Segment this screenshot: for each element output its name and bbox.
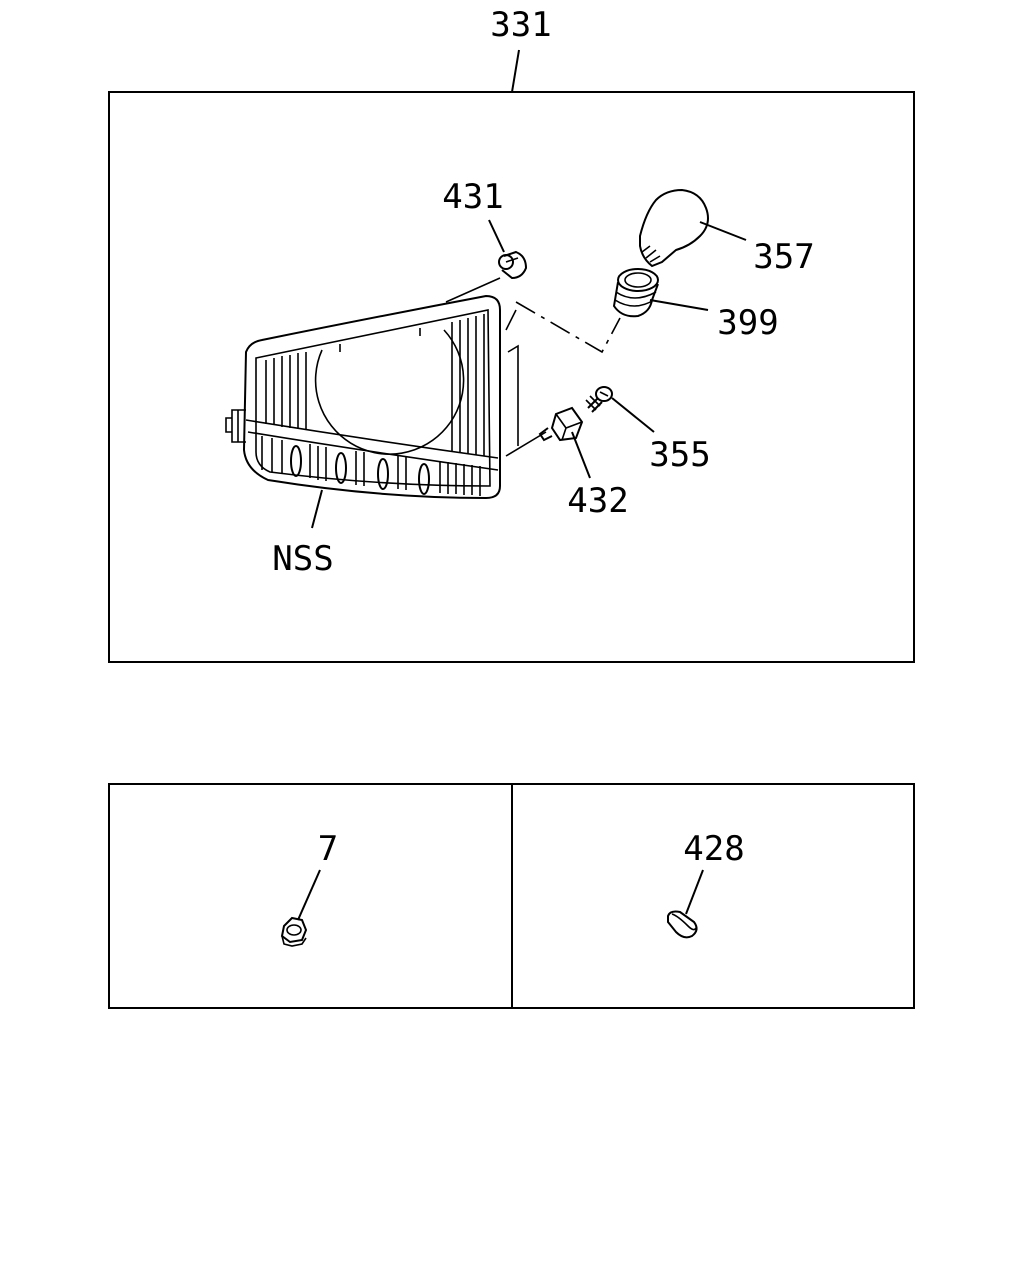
- plug-428: [667, 910, 698, 939]
- callout-nss: NSS: [272, 539, 333, 579]
- callout-7: 7: [318, 829, 338, 869]
- socket-399: [612, 268, 659, 318]
- callout-357: 357: [753, 237, 814, 277]
- leader-399: [649, 299, 709, 311]
- callout-428: 428: [683, 829, 744, 869]
- leader-432: [571, 431, 591, 479]
- assembly-leader: [511, 49, 520, 93]
- detail-panel-left: [108, 783, 513, 1009]
- leader-nss: [311, 489, 323, 529]
- leader-357: [699, 221, 747, 241]
- callout-355: 355: [649, 435, 710, 475]
- assembly-frame: [108, 91, 915, 663]
- bulb-357: [639, 188, 709, 268]
- lamp-housing: [225, 277, 547, 500]
- callout-399: 399: [717, 303, 778, 343]
- leader-7: [297, 869, 321, 921]
- leader-355: [611, 397, 655, 433]
- clip-432: [538, 406, 584, 442]
- detail-panel-right: [511, 783, 915, 1009]
- callout-432: 432: [567, 481, 628, 521]
- assembly-label-331: 331: [490, 5, 551, 45]
- leader-428: [685, 869, 704, 915]
- callout-431: 431: [442, 177, 503, 217]
- leader-431: [488, 219, 505, 253]
- grommet-431: [498, 250, 528, 280]
- screw-355: [585, 386, 613, 413]
- nut-7: [280, 916, 308, 947]
- alignment-line: [515, 301, 621, 354]
